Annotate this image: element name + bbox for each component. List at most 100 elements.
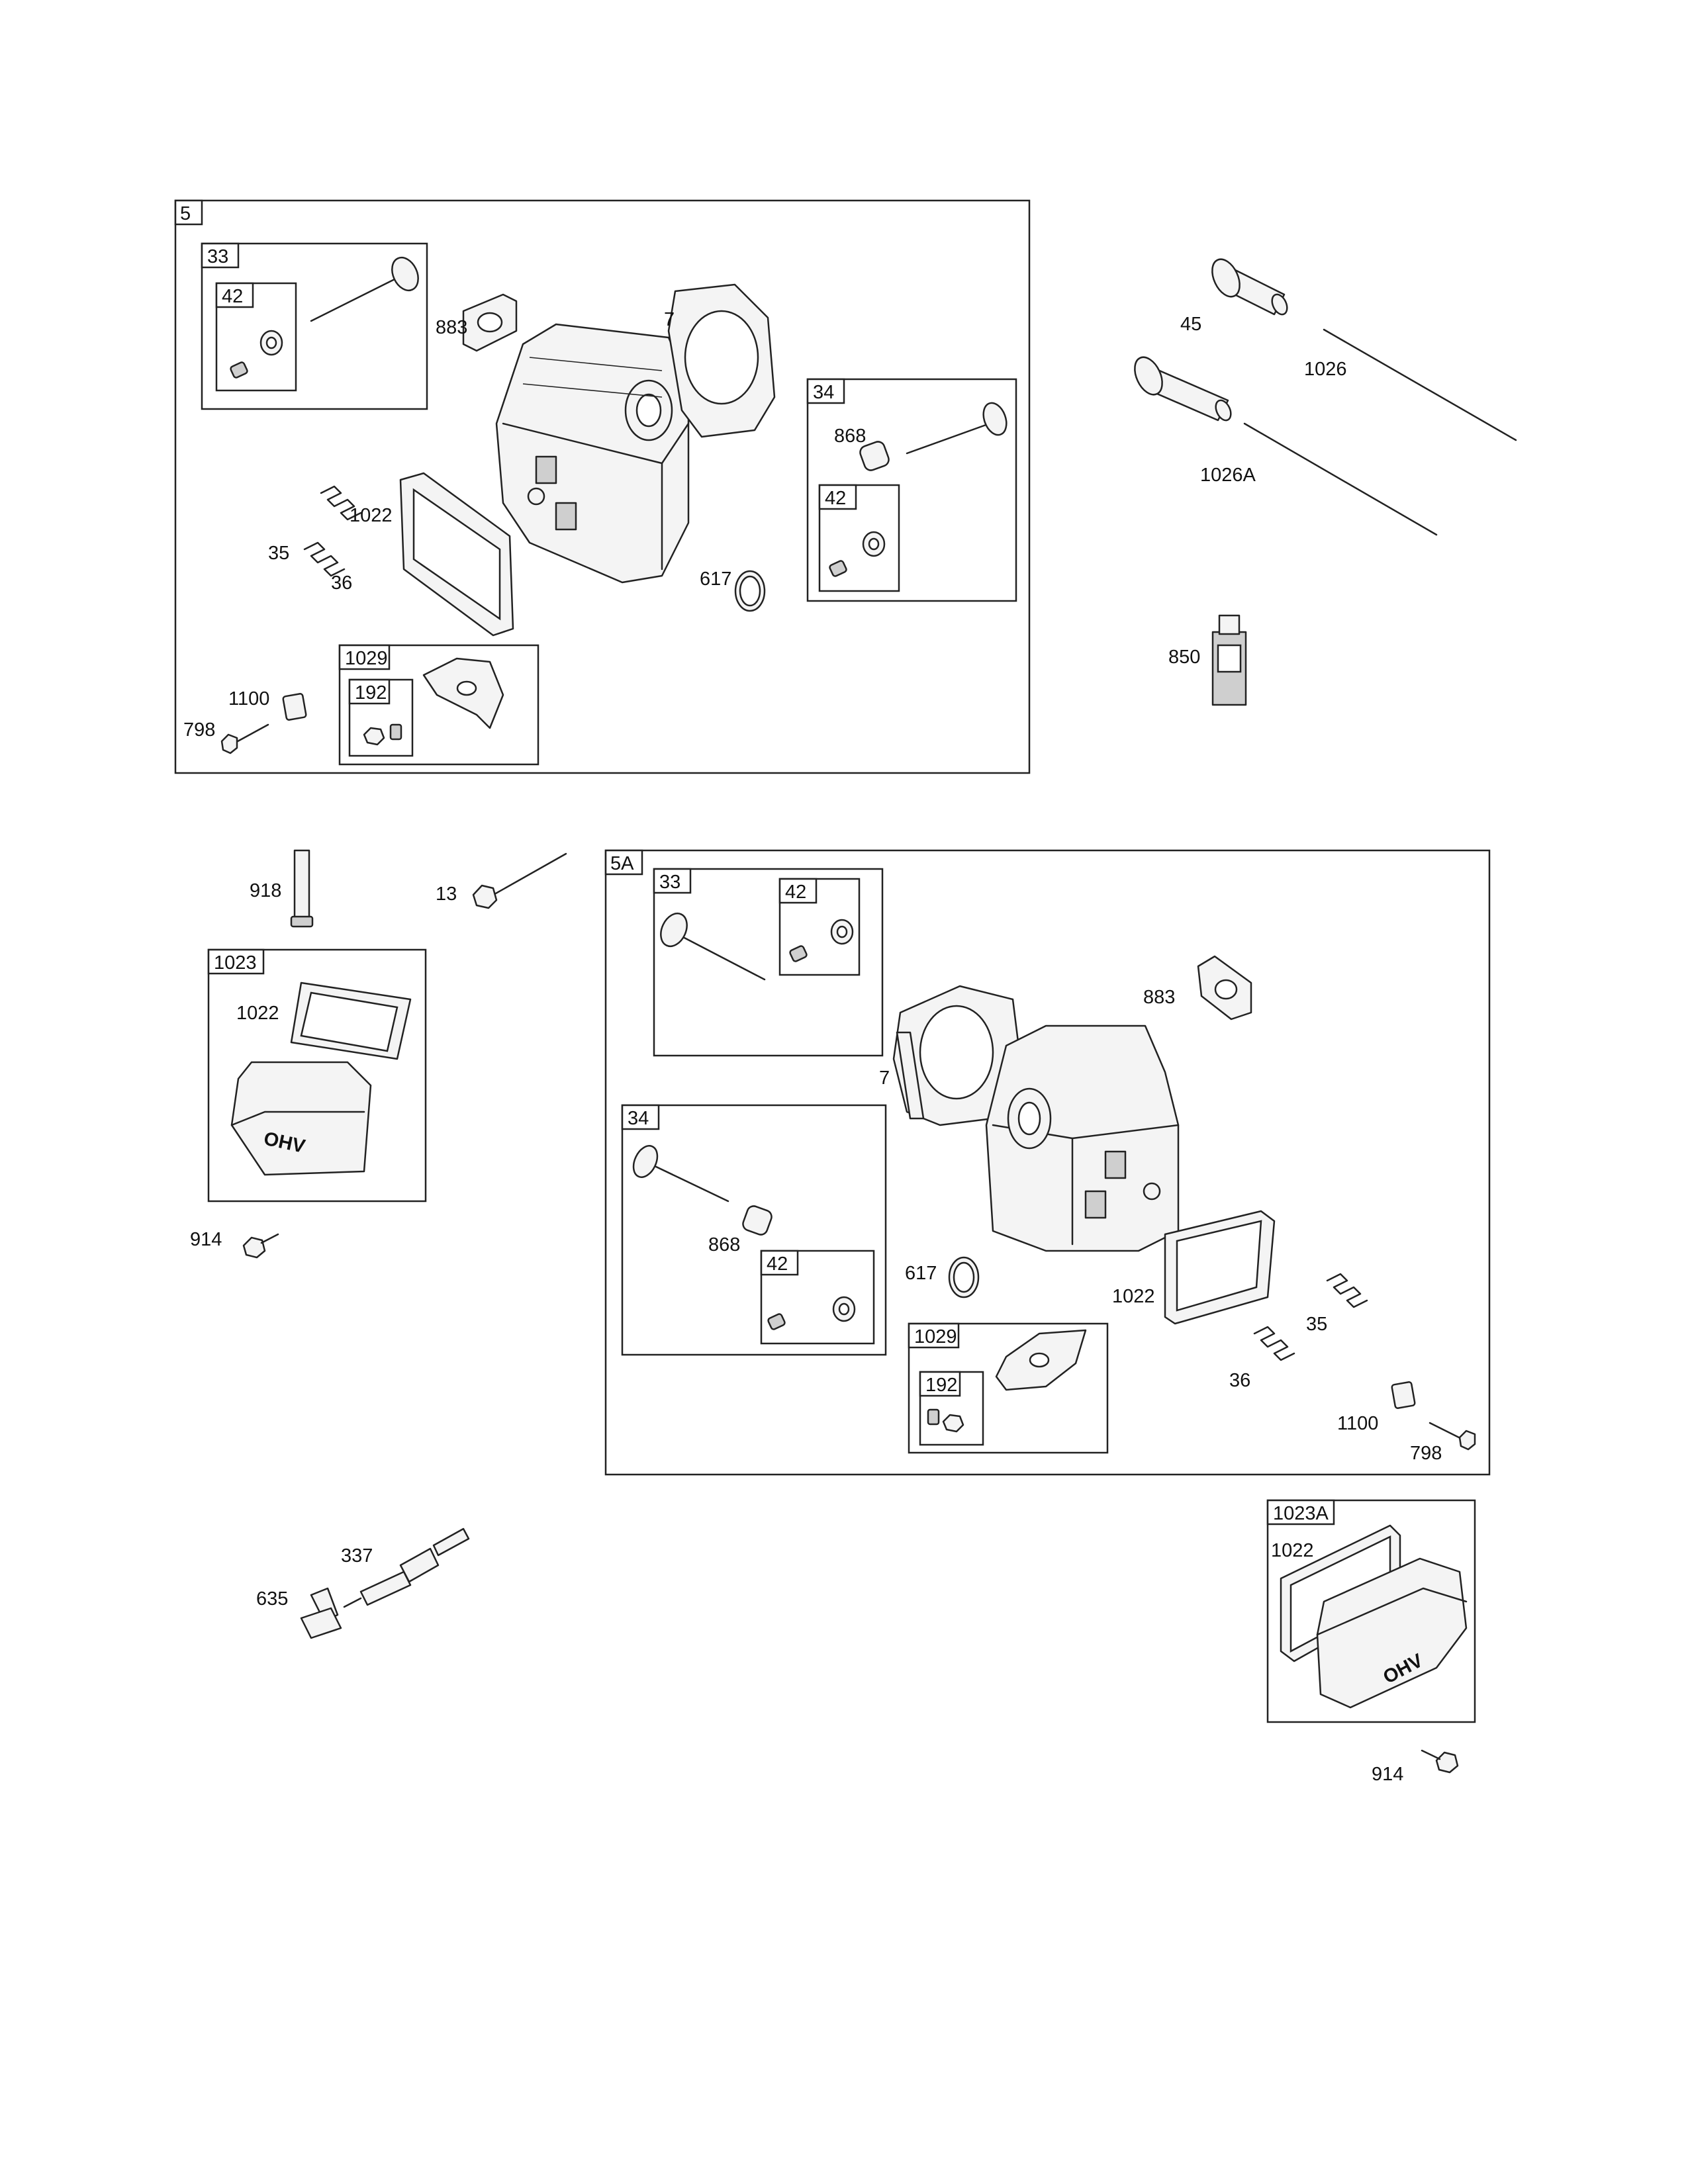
exhaust-valve-icon — [906, 402, 1008, 455]
callout-35-5A: 35 — [1306, 1314, 1327, 1335]
rocker-nut-icon — [363, 723, 402, 746]
sealant-tube-850-icon — [1211, 614, 1247, 706]
assembly-34-5A-label: 34 — [628, 1108, 649, 1129]
callout-918: 918 — [250, 880, 281, 901]
pushrod-1026A-icon — [1243, 422, 1438, 536]
assembly-42-top-label: 42 — [222, 286, 243, 307]
callout-1022-1023: 1022 — [236, 1003, 279, 1024]
assembly-42-5A-in34-label: 42 — [767, 1253, 788, 1275]
cylinder-head-5A-icon — [985, 1024, 1180, 1252]
screw-914-left-icon — [242, 1233, 279, 1259]
cover-gasket-1023-icon — [290, 981, 412, 1060]
lifter-1026A-icon — [1134, 356, 1232, 422]
assembly-33-5A-label: 33 — [659, 872, 680, 893]
assembly-5: 5 33 42 883 — [174, 199, 1031, 774]
bolt-798-icon — [220, 723, 269, 754]
bolt-798-5A-icon — [1429, 1422, 1476, 1451]
assembly-1023A: 1023A 1022 OHV — [1266, 1499, 1476, 1723]
exhaust-valve-5A-icon — [632, 1145, 729, 1203]
callout-45: 45 — [1180, 314, 1201, 335]
assembly-1029-5A-label: 1029 — [914, 1326, 957, 1347]
callout-868-5A: 868 — [708, 1234, 740, 1255]
assembly-34-top-label: 34 — [813, 382, 834, 403]
callout-1100-top: 1100 — [228, 688, 269, 709]
spark-plug-boot-635-icon — [300, 1587, 342, 1639]
callout-617-5A: 617 — [905, 1263, 937, 1284]
callout-868-top: 868 — [834, 426, 866, 447]
assembly-42-top-in34-label: 42 — [825, 488, 846, 509]
pushrod-1026-icon — [1323, 328, 1517, 441]
callout-1022-top: 1022 — [350, 505, 393, 526]
lifter-45-icon — [1211, 258, 1288, 316]
valve-retainer-34-5A-icon — [767, 1296, 856, 1330]
callout-1100-5A: 1100 — [1337, 1413, 1378, 1434]
assembly-192-5A-label: 192 — [925, 1375, 957, 1396]
assembly-1023: 1023 1022 OHV — [207, 948, 427, 1203]
valve-cover-1023-icon: OHV — [230, 1061, 372, 1176]
callout-13: 13 — [436, 884, 457, 905]
valve-spring-icon — [303, 485, 362, 577]
assembly-33-top: 33 42 — [201, 242, 428, 410]
callout-850: 850 — [1168, 647, 1200, 668]
valve-retainer-5A-icon — [789, 919, 854, 962]
callout-883-5A: 883 — [1143, 987, 1175, 1008]
callout-635: 635 — [256, 1588, 288, 1610]
rocker-arm-icon — [422, 657, 504, 729]
head-bolt-13-icon — [472, 852, 567, 909]
callout-7-top: 7 — [664, 309, 675, 330]
assembly-1029-top-label: 1029 — [345, 648, 388, 669]
screw-914-right-icon — [1421, 1749, 1459, 1774]
callout-36-5A: 36 — [1229, 1370, 1250, 1391]
assembly-5-label: 5 — [180, 203, 191, 224]
breather-clip-5A-icon — [1391, 1381, 1416, 1409]
callout-337: 337 — [341, 1545, 373, 1567]
assembly-34-top: 34 42 868 — [806, 378, 1017, 602]
valve-cover-1023A-icon: OHV — [1316, 1557, 1468, 1709]
valve-retainer-icon — [230, 330, 283, 379]
callout-914-right: 914 — [1372, 1764, 1403, 1785]
intake-valve-icon — [310, 256, 419, 322]
callout-1022-1023A: 1022 — [1271, 1540, 1314, 1561]
exhaust-gasket-5A-icon — [1197, 955, 1252, 1021]
assembly-1023-label: 1023 — [214, 952, 257, 974]
assembly-5A: 5A 33 42 7 — [604, 849, 1491, 1476]
rocker-nut-5A-icon — [927, 1408, 964, 1433]
assembly-33-5A: 33 42 — [653, 868, 884, 1057]
assembly-1029-top: 1029 192 — [338, 644, 539, 766]
o-ring-inner — [739, 575, 761, 607]
exhaust-gasket-icon — [462, 293, 518, 352]
head-gasket-5A-icon — [892, 985, 1024, 1126]
assembly-34-5A: 34 42 868 — [621, 1104, 887, 1356]
pushrod-group: 45 1026 1026A 850 — [1134, 258, 1517, 706]
callout-914-left: 914 — [190, 1229, 222, 1250]
callout-36-top: 36 — [331, 572, 352, 594]
assembly-1023A-label: 1023A — [1273, 1503, 1329, 1524]
valve-spring-5A-icon — [1253, 1273, 1368, 1361]
assembly-42-5A-in33-label: 42 — [785, 882, 806, 903]
head-gasket-icon — [667, 283, 776, 438]
rocker-arm-5A-icon — [995, 1329, 1087, 1391]
assembly-192-top-label: 192 — [355, 682, 387, 704]
assembly-5A-label: 5A — [610, 853, 634, 874]
callout-798-5A: 798 — [1410, 1443, 1442, 1464]
callout-798-top: 798 — [183, 719, 215, 741]
assembly-1029-5A: 1029 192 — [908, 1322, 1109, 1454]
spark-plug-337-icon — [343, 1527, 470, 1608]
valve-rotator-icon — [859, 441, 890, 471]
callout-1026A: 1026A — [1200, 465, 1256, 486]
valve-retainer-34-icon — [829, 531, 886, 577]
callout-35-top: 35 — [268, 543, 289, 564]
cylinder-head-icon — [495, 323, 690, 584]
assembly-33-top-label: 33 — [207, 246, 228, 267]
callout-1026: 1026 — [1304, 359, 1347, 380]
callout-617-top: 617 — [700, 569, 731, 590]
valve-rotator-5A-icon — [742, 1205, 773, 1236]
callout-1022-5A: 1022 — [1112, 1286, 1155, 1307]
dipstick-tube-918-icon — [290, 849, 314, 928]
intake-valve-5A-icon — [660, 912, 766, 981]
o-ring-5A-inner — [953, 1261, 975, 1293]
valve-cover-gasket-5A-icon — [1164, 1210, 1276, 1325]
callout-7-5A: 7 — [879, 1068, 890, 1089]
callout-883-top: 883 — [436, 317, 467, 338]
